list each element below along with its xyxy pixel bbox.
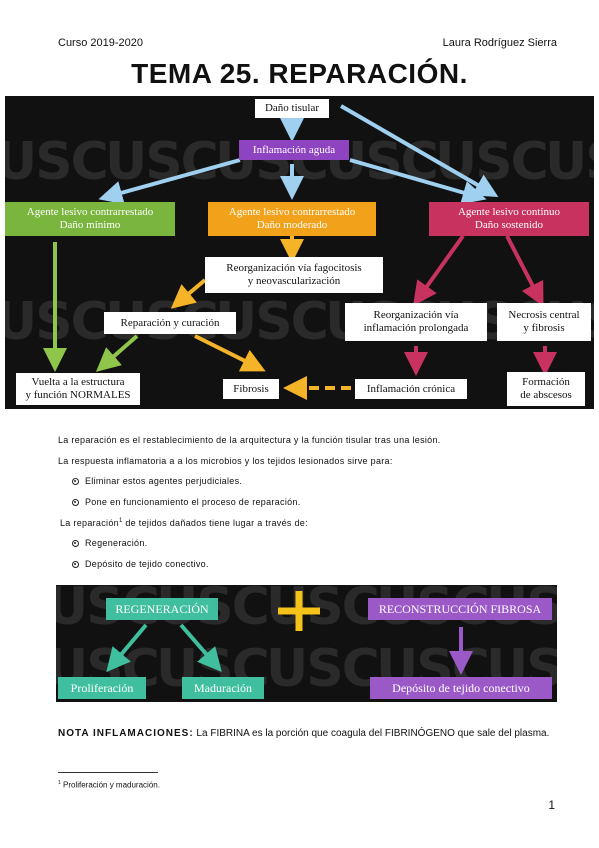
bullet-icon (72, 499, 79, 506)
node-inflamacion-cronica: Inflamación crónica (355, 379, 467, 399)
node-maduracion: Maduración (182, 677, 264, 699)
list-item: Regeneración. (72, 538, 147, 548)
arrow-dano-to-continuo (339, 104, 499, 198)
node-deposito: Depósito de tejido conectivo (370, 677, 552, 699)
arrow-continuo-to-prolongada (413, 234, 465, 306)
plus-icon (278, 591, 320, 631)
page-number: 1 (548, 798, 555, 812)
node-reconstruccion: RECONSTRUCCIÓN FIBROSA (368, 598, 552, 620)
list-item: Eliminar estos agentes perjudiciales. (72, 476, 242, 486)
node-fibrosis: Fibrosis (223, 379, 279, 399)
paragraph-definition: La reparación es el restablecimiento de … (58, 435, 441, 445)
list-item: Pone en funcionamiento el proceso de rep… (72, 497, 301, 507)
bullet-icon (72, 561, 79, 568)
footnote-ref[interactable]: 1 (118, 518, 123, 524)
regeneration-diagram: USC USC USC USC USC USC USC USC USC USC … (56, 585, 557, 702)
arrow-inflam-to-continuo (349, 158, 487, 205)
bullet-icon (72, 540, 79, 547)
nota-text: La FIBRINA es la porción que coagula del… (193, 728, 550, 739)
node-dano-tisular: Daño tisular (255, 99, 329, 118)
node-reparacion-curacion: Reparación y curación (104, 312, 236, 334)
diagram-arrows (43, 104, 557, 400)
arrow-reorg-to-reparacion (170, 278, 207, 309)
arrow-reparacion-to-vuelta (95, 334, 139, 372)
node-proliferacion: Proliferación (58, 677, 146, 699)
arrow-regen-to-madur (179, 623, 222, 673)
bullet-icon (72, 478, 79, 485)
header-author: Laura Rodríguez Sierra (442, 37, 557, 49)
arrow-continuo-to-necrosis (505, 235, 544, 307)
list-item: Depósito de tejido conectivo. (72, 559, 209, 569)
arrow-reparacion-to-fibrosis (194, 334, 266, 372)
paragraph-reparacion: La reparación1 de tejidos dañados tiene … (60, 518, 308, 528)
page-title: TEMA 25. REPARACIÓN. (131, 58, 468, 89)
footnote: 1 Proliferación y maduración. (58, 780, 160, 790)
paragraph-respuesta: La respuesta inflamatoria a a los microb… (58, 456, 393, 466)
nota-label: NOTA INFLAMACIONES: (58, 728, 194, 739)
arrow-regen-to-prolif (106, 623, 148, 673)
nota-inflamaciones: NOTA INFLAMACIONES: La FIBRINA es la por… (58, 726, 558, 741)
arrow-inflam-to-minimo (98, 158, 241, 205)
node-regeneracion: REGENERACIÓN (106, 598, 218, 620)
repair-diagram: USC USC USC USC USC USC USC USC USC USC … (5, 96, 594, 409)
node-inflamacion-aguda: Inflamación aguda (239, 140, 349, 160)
footnote-divider (58, 772, 158, 773)
header-course: Curso 2019-2020 (58, 37, 144, 49)
diagram2-arrows (106, 591, 473, 675)
